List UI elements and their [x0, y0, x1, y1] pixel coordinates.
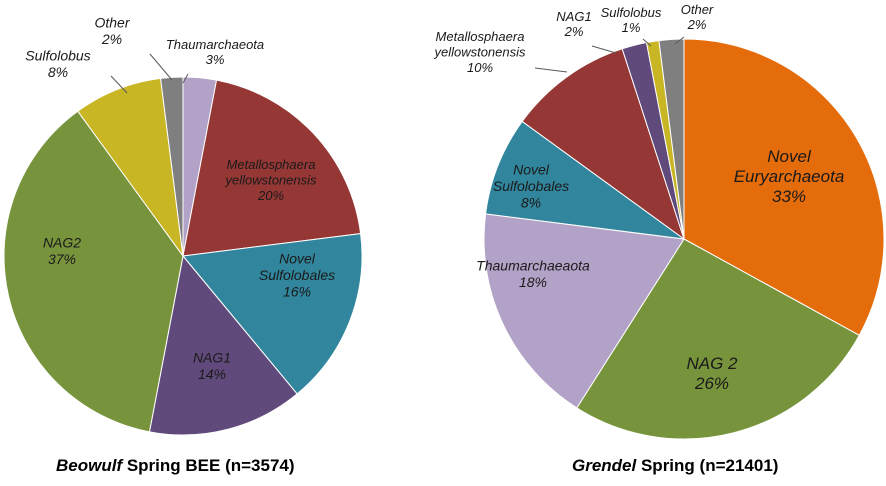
grendel-slice-other	[658, 38, 685, 240]
beowulf-slice-novel-sulfolobales	[182, 233, 363, 395]
grendel-leader-metallosphaera-yellowstonensis	[534, 67, 568, 73]
beowulf-slice-nag1	[148, 254, 298, 436]
grendel-pie-title: Grendel Spring (n=21401)	[572, 456, 778, 476]
grendel-slice-nag-2	[576, 238, 860, 440]
beowulf-leader-thaumarchaeota	[182, 73, 189, 84]
grendel-slice-thaumarchaeaota	[483, 213, 685, 409]
beowulf-slice-nag2	[3, 110, 184, 433]
grendel-leader-other	[674, 36, 685, 45]
grendel-slice-novel-sulfolobales	[485, 120, 685, 240]
beowulf-title-italic: Beowulf	[56, 456, 123, 475]
beowulf-leader-other	[149, 53, 173, 81]
grendel-title-italic: Grendel	[572, 456, 637, 475]
beowulf-pie-title: Beowulf Spring BEE (n=3574)	[56, 456, 295, 476]
beowulf-slice-metallosphaera-yellowstonensis	[182, 79, 362, 257]
grendel-title-rest: Spring (n=21401)	[636, 456, 779, 475]
grendel-leader-sulfolobus	[642, 38, 652, 47]
grendel-slice-metallosphaera-yellowstonensis	[521, 48, 685, 241]
beowulf-title-rest: Spring BEE (n=3574)	[122, 456, 295, 475]
beowulf-slice-other	[160, 76, 184, 257]
beowulf-slice-sulfolobus	[77, 77, 184, 257]
grendel-leader-nag1	[591, 45, 617, 54]
grendel-slice-novel-euryarchaeota	[683, 38, 885, 337]
beowulf-leader-sulfolobus	[110, 75, 128, 94]
